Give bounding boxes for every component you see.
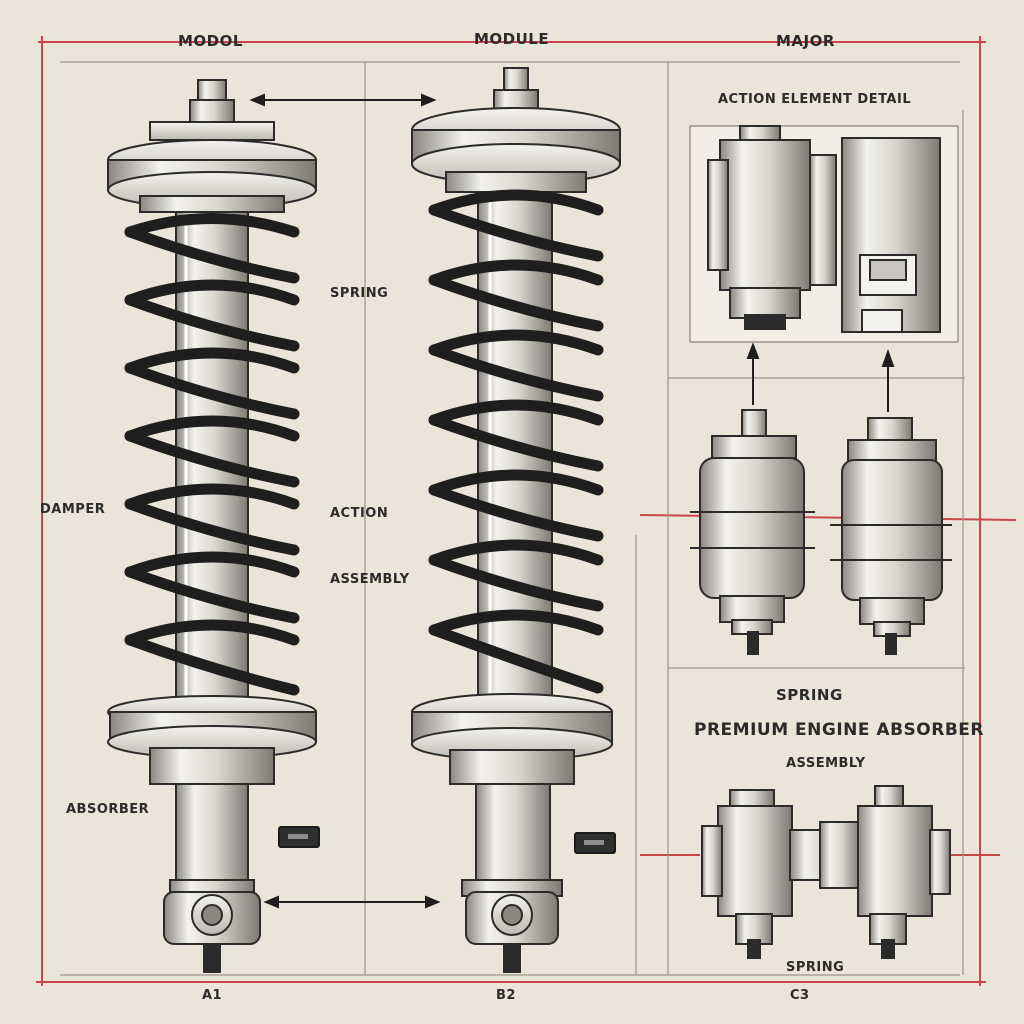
canister-right: [830, 417, 952, 655]
label-detail-header: ACTION ELEMENT DETAIL: [718, 92, 912, 107]
label-top-left: MODOL: [178, 32, 243, 50]
label-left-base-note: ABSORBER: [66, 802, 150, 817]
detail-panel-top: [689, 125, 959, 343]
center-shock-absorber: [411, 67, 621, 973]
label-right-section-sub: ASSEMBLY: [786, 756, 866, 771]
center-coil-spring: [428, 189, 604, 694]
horizontal-assembly: [701, 785, 951, 959]
left-shock-absorber: [107, 79, 317, 973]
label-left-spring-note: SPRING: [330, 286, 389, 301]
dimension-arrows: [249, 93, 895, 909]
frame-lines: [36, 36, 1017, 986]
label-right-section-caption: PREMIUM ENGINE ABSORBER: [694, 720, 984, 740]
label-bottom-right-caption: SPRING: [786, 960, 845, 975]
label-top-center: MODULE: [474, 30, 550, 48]
left-coil-spring: [124, 213, 300, 696]
part-tag-left: [278, 826, 320, 848]
label-footer-center: B2: [496, 988, 516, 1003]
canister-left: [690, 409, 815, 655]
part-tag-center: [574, 832, 616, 854]
label-footer-right: C3: [790, 988, 810, 1003]
label-center-mid-note: ACTION: [330, 506, 389, 521]
label-right-section-title: SPRING: [776, 686, 843, 704]
label-center-lower-note: ASSEMBLY: [330, 572, 410, 587]
label-left-mid-note: DAMPER: [40, 502, 106, 517]
grid-lines: [60, 61, 965, 976]
label-top-right: MAJOR: [776, 32, 835, 50]
label-footer-left: A1: [202, 988, 223, 1003]
